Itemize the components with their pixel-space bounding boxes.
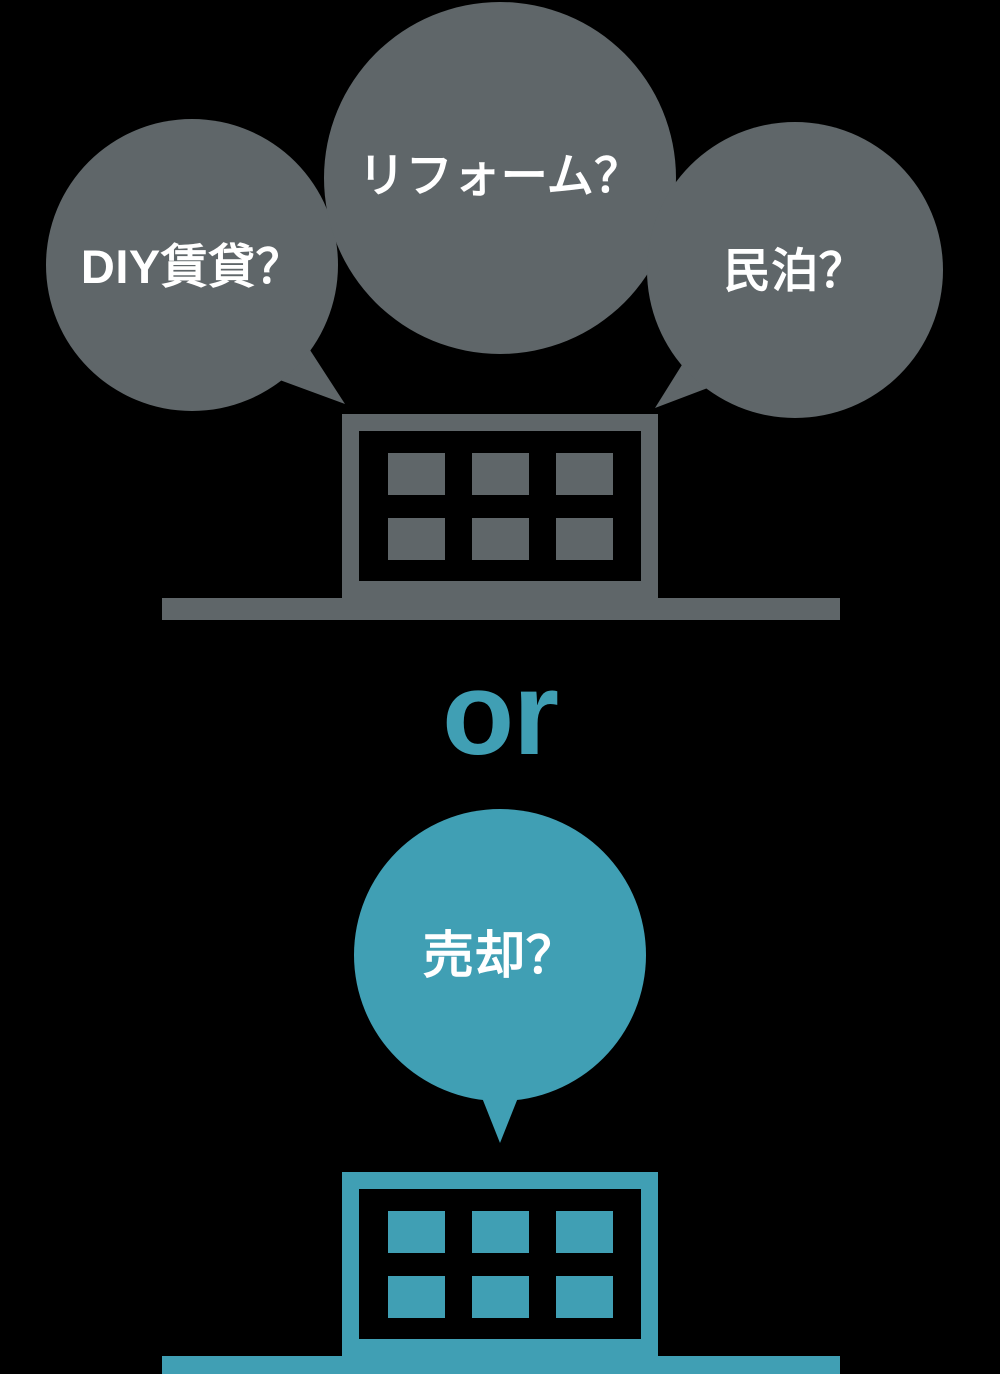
building-window-gray: [388, 518, 445, 560]
speech-bubble-sale: [354, 809, 646, 1143]
building-window-blue: [556, 1276, 613, 1318]
building-window-blue: [388, 1211, 445, 1253]
building-window-gray: [472, 453, 529, 495]
building-wall-top-blue: [342, 1172, 658, 1189]
speech-bubble-diy: [46, 119, 345, 411]
speech-bubble-body-diy: [46, 119, 338, 411]
building-window-blue: [472, 1211, 529, 1253]
speech-bubble-body-reform: [324, 2, 676, 354]
building-ground-line-blue: [162, 1356, 840, 1374]
building-window-blue: [472, 1276, 529, 1318]
building-icon-gray: [162, 414, 840, 620]
building-ground-line-gray: [162, 598, 840, 620]
speech-bubble-minpaku: [647, 122, 943, 418]
building-window-gray: [388, 453, 445, 495]
speech-bubble-reform: [324, 2, 676, 354]
or-connector-label: or: [442, 648, 559, 780]
building-wall-bottom-gray: [342, 581, 658, 598]
building-wall-left-blue: [342, 1172, 359, 1356]
building-window-gray: [472, 518, 529, 560]
building-wall-right-blue: [641, 1172, 658, 1356]
speech-bubble-body-minpaku: [647, 122, 943, 418]
building-window-gray: [556, 518, 613, 560]
building-wall-top-gray: [342, 414, 658, 431]
building-window-gray: [556, 453, 613, 495]
building-wall-bottom-blue: [342, 1339, 658, 1356]
building-window-blue: [388, 1276, 445, 1318]
building-window-blue: [556, 1211, 613, 1253]
speech-bubble-body-sale: [354, 809, 646, 1101]
building-icon-blue: [162, 1172, 840, 1374]
building-wall-left-gray: [342, 414, 359, 598]
building-wall-right-gray: [641, 414, 658, 598]
